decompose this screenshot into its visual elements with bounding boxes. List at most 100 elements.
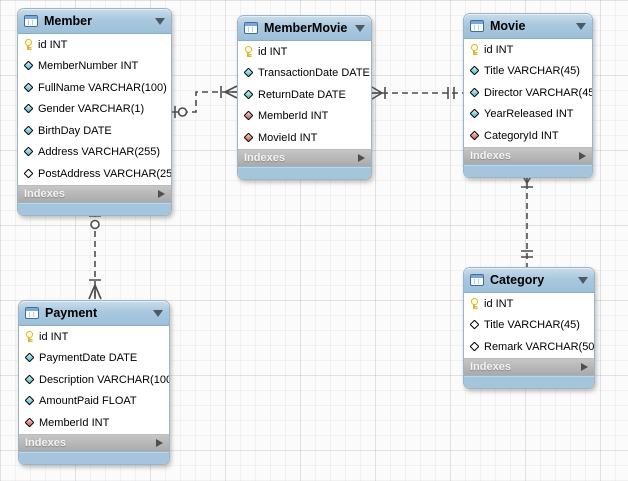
diamond-filled-icon [469, 109, 480, 120]
column-row[interactable]: id INT [238, 41, 371, 63]
indexes-bar[interactable]: Indexes [238, 148, 371, 166]
table-footer [19, 450, 169, 464]
expand-arrow-icon [579, 151, 586, 160]
diamond-fk-icon [243, 132, 254, 143]
table-header[interactable]: Category [464, 268, 594, 293]
table-header[interactable]: Movie [464, 14, 592, 39]
expand-arrow-icon [581, 362, 588, 371]
relationship-membermovie-movie[interactable] [371, 86, 463, 100]
column-row[interactable]: ReturnDate DATE [238, 84, 371, 106]
table-icon [25, 307, 39, 319]
table-icon [470, 274, 484, 286]
diamond-outline-icon [469, 341, 480, 352]
table-title: MemberMovie [264, 21, 348, 35]
column-row[interactable]: Title VARCHAR(45) [464, 61, 592, 83]
diamond-fk-icon [469, 130, 480, 141]
table-title: Member [44, 14, 92, 28]
diamond-filled-icon [23, 125, 34, 136]
column-row[interactable]: id INT [464, 293, 594, 315]
diamond-filled-icon [24, 353, 35, 364]
collapse-arrow-icon[interactable] [153, 309, 163, 317]
table-title: Payment [45, 306, 98, 320]
indexes-label: Indexes [24, 187, 65, 200]
column-row[interactable]: TransactionDate DATE [238, 63, 371, 85]
column-row[interactable]: Remark VARCHAR(500) [464, 336, 594, 358]
expand-arrow-icon [156, 438, 163, 447]
column-list: id INT Title VARCHAR(45) Director VARCHA… [464, 39, 592, 147]
key-icon [23, 39, 34, 51]
collapse-arrow-icon[interactable] [155, 17, 165, 25]
diamond-outline-icon [23, 168, 34, 179]
column-row[interactable]: id INT [18, 34, 171, 56]
column-row[interactable]: AmountPaid FLOAT [19, 391, 169, 413]
column-row[interactable]: MovieId INT [238, 127, 371, 149]
indexes-label: Indexes [470, 149, 511, 162]
key-icon [243, 46, 254, 58]
diamond-filled-icon [23, 61, 34, 72]
diamond-filled-icon [23, 147, 34, 158]
table-footer [464, 374, 594, 388]
table-membermovie[interactable]: MemberMovie id INT TransactionDate DATE … [237, 15, 372, 180]
indexes-label: Indexes [470, 360, 511, 373]
column-row[interactable]: id INT [464, 39, 592, 61]
indexes-label: Indexes [244, 151, 285, 164]
indexes-bar[interactable]: Indexes [19, 433, 169, 451]
diamond-filled-icon [23, 82, 34, 93]
collapse-arrow-icon[interactable] [576, 22, 586, 30]
expand-arrow-icon [358, 153, 365, 162]
key-icon [469, 44, 480, 56]
column-list: id INT MemberNumber INT FullName VARCHAR… [18, 34, 171, 185]
column-row[interactable]: PostAddress VARCHAR(255) [18, 163, 171, 185]
table-icon [470, 20, 484, 32]
table-footer [464, 163, 592, 177]
column-row[interactable]: id INT [19, 326, 169, 348]
table-title: Movie [490, 19, 526, 33]
column-row[interactable]: Title VARCHAR(45) [464, 315, 594, 337]
column-row[interactable]: CategoryId INT [464, 125, 592, 147]
indexes-bar[interactable]: Indexes [464, 146, 592, 164]
table-header[interactable]: MemberMovie [238, 16, 371, 41]
diamond-filled-icon [23, 104, 34, 115]
column-list: id INT PaymentDate DATE Description VARC… [19, 326, 169, 434]
diamond-fk-icon [24, 417, 35, 428]
column-row[interactable]: Address VARCHAR(255) [18, 142, 171, 164]
column-row[interactable]: BirthDay DATE [18, 120, 171, 142]
indexes-bar[interactable]: Indexes [464, 357, 594, 375]
table-payment[interactable]: Payment id INT PaymentDate DATE Descript… [18, 300, 170, 465]
column-row[interactable]: Description VARCHAR(100) [19, 369, 169, 391]
diamond-outline-icon [469, 320, 480, 331]
table-header[interactable]: Payment [19, 301, 169, 326]
collapse-arrow-icon[interactable] [578, 276, 588, 284]
table-icon [244, 22, 258, 34]
table-member[interactable]: Member id INT MemberNumber INT FullName … [17, 8, 172, 216]
column-row[interactable]: YearReleased INT [464, 104, 592, 126]
relationship-member-membermovie[interactable] [172, 85, 238, 118]
column-row[interactable]: MemberId INT [19, 412, 169, 434]
column-row[interactable]: Gender VARCHAR(1) [18, 99, 171, 121]
diamond-filled-icon [243, 68, 254, 79]
relationship-member-payment[interactable] [88, 211, 102, 300]
column-list: id INT TransactionDate DATE ReturnDate D… [238, 41, 371, 149]
diamond-filled-icon [469, 87, 480, 98]
table-icon [24, 15, 38, 27]
diamond-filled-icon [24, 374, 35, 385]
column-list: id INT Title VARCHAR(45) Remark VARCHAR(… [464, 293, 594, 358]
table-footer [238, 165, 371, 179]
diamond-fk-icon [243, 111, 254, 122]
relationship-movie-category[interactable] [520, 172, 534, 267]
table-category[interactable]: Category id INT Title VARCHAR(45) Remark… [463, 267, 595, 389]
collapse-arrow-icon[interactable] [355, 24, 365, 32]
table-movie[interactable]: Movie id INT Title VARCHAR(45) Director … [463, 13, 593, 178]
column-row[interactable]: MemberId INT [238, 106, 371, 128]
diamond-filled-icon [243, 89, 254, 100]
column-row[interactable]: Director VARCHAR(45) [464, 82, 592, 104]
indexes-label: Indexes [25, 436, 66, 449]
column-row[interactable]: MemberNumber INT [18, 56, 171, 78]
key-icon [469, 298, 480, 310]
table-header[interactable]: Member [18, 9, 171, 34]
indexes-bar[interactable]: Indexes [18, 184, 171, 202]
column-row[interactable]: FullName VARCHAR(100) [18, 77, 171, 99]
column-row[interactable]: PaymentDate DATE [19, 348, 169, 370]
